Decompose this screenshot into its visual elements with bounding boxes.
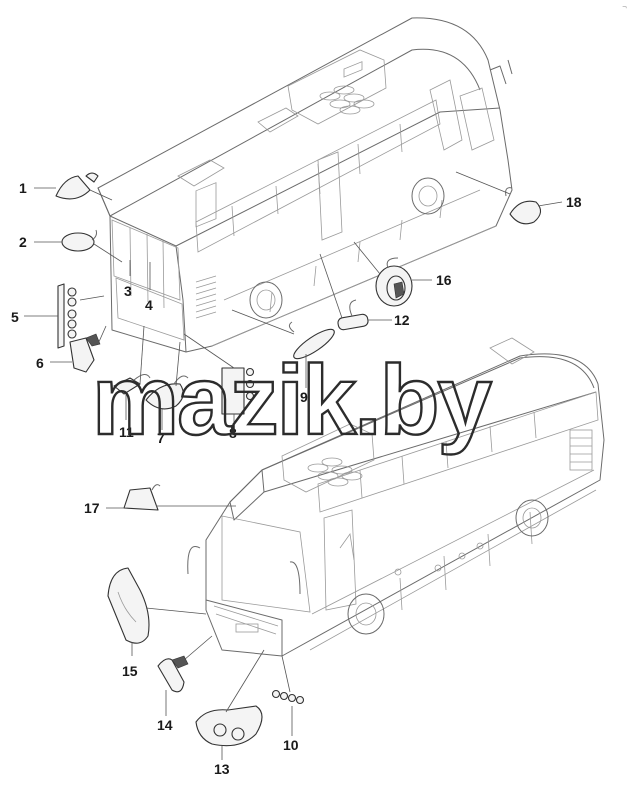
- bus-front-view: [187, 337, 605, 657]
- part-8-tall-lamp: [221, 367, 255, 415]
- callout-14: 14: [157, 717, 173, 733]
- part-5-light-cluster: [57, 283, 77, 349]
- part-12-interior-lamp: [337, 299, 369, 331]
- callout-8: 8: [229, 425, 237, 441]
- callout-15: 15: [122, 663, 138, 679]
- callout-6: 6: [36, 355, 44, 371]
- part-14-fog-lamp: [157, 655, 189, 693]
- callout-12: 12: [394, 312, 410, 328]
- callout-7: 7: [157, 430, 165, 446]
- part-10-bulbs: [271, 689, 305, 705]
- part-7-lamp: [145, 375, 189, 410]
- watermark-text: mazik.by: [92, 345, 491, 455]
- part-15-headlamp-housing: [107, 567, 150, 644]
- bus-rear-view: [97, 17, 513, 353]
- callout-4: 4: [145, 297, 153, 313]
- corner-mark: ¬: [622, 4, 627, 11]
- part-16-spot-lamp: [375, 257, 413, 307]
- callout-17: 17: [84, 500, 100, 516]
- callout-10: 10: [283, 737, 299, 753]
- callout-16: 16: [436, 272, 452, 288]
- part-6-corner-lamp: [69, 333, 101, 373]
- callout-1: 1: [19, 180, 27, 196]
- leader-lines: [24, 171, 563, 760]
- callout-labels: 1 2 3 4 5 6 7 8 9 10 11 12 13 14 15 16 1…: [11, 180, 582, 777]
- part-13-headlamp-cluster: [195, 705, 263, 747]
- callout-5: 5: [11, 309, 19, 325]
- part-1-marker-lamp: [55, 172, 99, 200]
- callout-13: 13: [214, 761, 230, 777]
- callout-18: 18: [566, 194, 582, 210]
- callout-11: 11: [119, 424, 134, 440]
- part-9-oval-lamp: [288, 321, 335, 360]
- part-2-round-lamp: [61, 229, 97, 252]
- callout-2: 2: [19, 234, 27, 250]
- callout-3: 3: [124, 283, 132, 299]
- part-18-side-indicator: [505, 187, 542, 225]
- callout-9: 9: [300, 389, 308, 405]
- part-17-marker-lamp: [123, 484, 161, 511]
